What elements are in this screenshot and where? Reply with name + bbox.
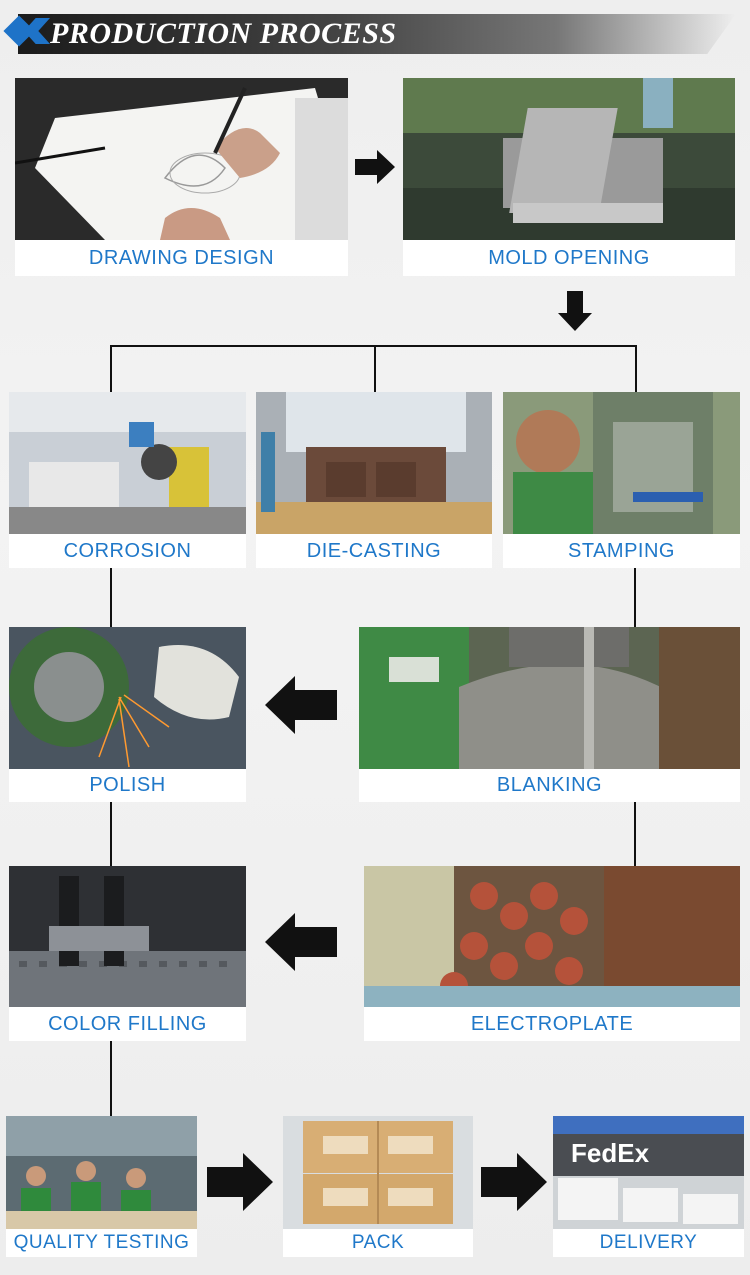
connector-line [110, 802, 112, 868]
step-blanking: BLANKING [359, 627, 740, 802]
corrosion-photo [9, 392, 246, 534]
step-polish: POLISH [9, 627, 246, 802]
connector-line [110, 568, 112, 628]
step-label: STAMPING [503, 534, 740, 568]
step-label: PACK [283, 1229, 473, 1257]
color-filling-photo [9, 866, 246, 1007]
connector-line [110, 1041, 112, 1116]
step-electroplate: ELECTROPLATE [364, 866, 740, 1041]
step-quality-testing: QUALITY TESTING [6, 1116, 197, 1257]
step-color-filling: COLOR FILLING [9, 866, 246, 1041]
section-header: PRODUCTION PROCESS [0, 0, 750, 60]
step-label: DELIVERY [553, 1229, 744, 1257]
blanking-photo [359, 627, 740, 769]
step-label: MOLD OPENING [403, 240, 735, 276]
step-label: BLANKING [359, 769, 740, 802]
connector-line [634, 802, 636, 868]
connector-line [635, 345, 637, 393]
pack-photo [283, 1116, 473, 1229]
step-delivery: FedEx DELIVERY [553, 1116, 744, 1257]
electroplate-photo [364, 866, 740, 1007]
arrow-right-icon [207, 1153, 273, 1211]
step-drawing-design: DRAWING DESIGN [15, 78, 348, 276]
quality-testing-photo [6, 1116, 197, 1229]
arrow-right-icon [481, 1153, 547, 1211]
page-title: PRODUCTION PROCESS [50, 14, 397, 54]
arrow-down-icon [558, 291, 592, 331]
connector-line [374, 345, 376, 393]
step-mold-opening: MOLD OPENING [403, 78, 735, 276]
step-stamping: STAMPING [503, 392, 740, 568]
step-label: DIE-CASTING [256, 534, 492, 568]
delivery-photo: FedEx [553, 1116, 744, 1229]
step-die-casting: DIE-CASTING [256, 392, 492, 568]
step-label: DRAWING DESIGN [15, 240, 348, 276]
step-pack: PACK [283, 1116, 473, 1257]
step-corrosion: CORROSION [9, 392, 246, 568]
arrow-right-icon [355, 150, 395, 184]
step-label: ELECTROPLATE [364, 1007, 740, 1041]
connector-line [634, 568, 636, 628]
arrow-left-icon [265, 676, 337, 734]
polish-photo [9, 627, 246, 769]
stamping-photo [503, 392, 740, 534]
step-label: QUALITY TESTING [6, 1229, 197, 1257]
step-label: COLOR FILLING [9, 1007, 246, 1041]
step-label: CORROSION [9, 534, 246, 568]
connector-line [110, 345, 112, 393]
mold-opening-photo [403, 78, 735, 240]
arrow-left-icon [265, 913, 337, 971]
drawing-design-photo [15, 78, 348, 240]
fedex-logo: FedEx [571, 1138, 650, 1168]
step-label: POLISH [9, 769, 246, 802]
die-casting-photo [256, 392, 492, 534]
